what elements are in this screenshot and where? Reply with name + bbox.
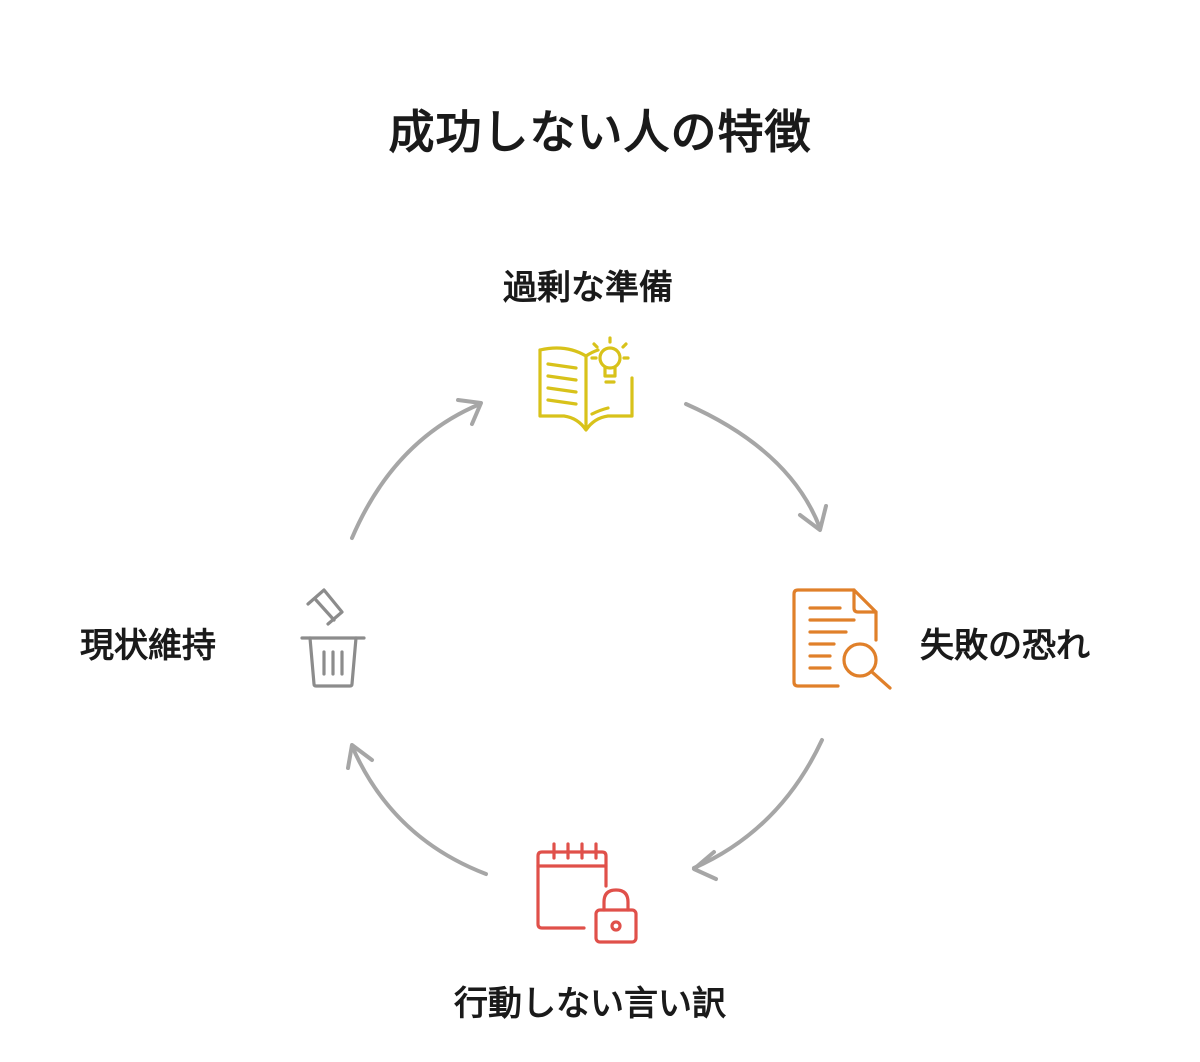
trash-bin-icon	[300, 588, 366, 688]
arrow-right-to-bottom	[692, 738, 824, 870]
node-label-excessive-preparation: 過剰な準備	[503, 268, 673, 308]
node-label-excuses-for-inaction: 行動しない言い訳	[454, 984, 726, 1024]
document-search-icon	[792, 588, 892, 690]
arrowhead-right-to-bottom	[692, 850, 718, 881]
arrowhead-left-to-top	[456, 398, 483, 426]
arrow-top-to-right	[684, 402, 822, 530]
arrow-left-to-top	[350, 402, 482, 540]
arrowhead-top-to-right	[798, 504, 828, 532]
arrow-bottom-to-left	[350, 744, 488, 876]
diagram-title: 成功しない人の特徴	[388, 105, 812, 159]
open-book-lightbulb-icon	[538, 336, 634, 432]
calendar-lock-icon	[536, 842, 638, 944]
arrowhead-bottom-to-left	[346, 743, 374, 770]
node-label-status-quo: 現状維持	[80, 626, 216, 666]
node-label-fear-of-failure: 失敗の恐れ	[920, 626, 1090, 666]
